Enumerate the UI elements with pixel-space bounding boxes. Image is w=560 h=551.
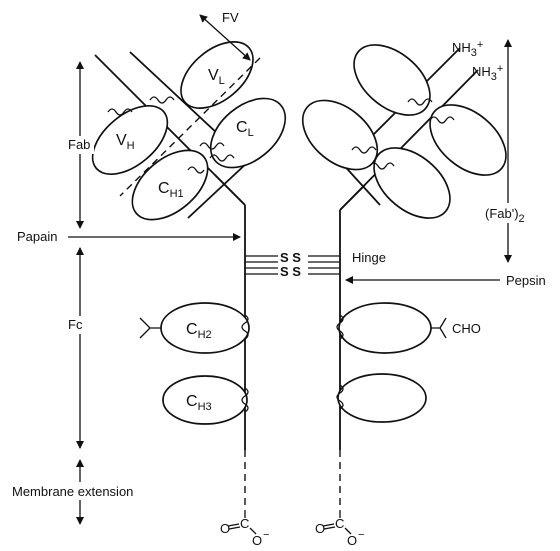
left-c: C <box>240 516 249 531</box>
ch3-domain-right <box>337 373 427 423</box>
left-ch2-squiggle <box>241 314 249 340</box>
left-ss-squiggle-2 <box>107 108 133 116</box>
right-ss-squiggle-4 <box>369 162 395 170</box>
ch2-domain-left <box>160 302 250 354</box>
right-carbohydrate <box>431 317 447 339</box>
fv-arrow <box>199 14 251 61</box>
left-ss-squiggle-3 <box>199 142 225 150</box>
fv-cut-line <box>119 57 261 197</box>
left-o-bottom: O <box>252 533 262 546</box>
cl-domain <box>209 97 287 169</box>
hinge-ss-top: S S <box>280 250 301 265</box>
right-ch3-squiggle <box>336 384 344 410</box>
right-charge: − <box>358 529 364 541</box>
cho-label: CHO <box>452 321 481 336</box>
ch1-label: CH1 <box>158 180 184 200</box>
right-ss-squiggle-2 <box>429 116 455 124</box>
ch2-label: CH2 <box>186 321 212 341</box>
papain-label: Papain <box>17 229 57 244</box>
ch3-label: CH3 <box>186 393 212 413</box>
right-c: C <box>335 516 344 531</box>
right-ss-squiggle-3 <box>351 146 377 154</box>
hinge-ss-bottom: S S <box>280 264 301 279</box>
right-carboxyl-terminal: C O O − <box>315 510 364 548</box>
left-o-top: O <box>220 521 230 536</box>
left-ss-squiggle-5 <box>187 166 205 174</box>
left-light-chain-lower <box>187 161 249 219</box>
left-fab-arm: VL VH CL CH1 <box>91 41 287 221</box>
hinge-ss-bg <box>278 250 308 278</box>
right-ch2-squiggle <box>336 314 344 340</box>
fab-label: Fab <box>68 137 90 152</box>
hinge-label: Hinge <box>352 250 386 265</box>
nh3-bottom-label: NH3+ <box>472 63 503 83</box>
cl-label: CL <box>236 119 254 139</box>
fc-label: Fc <box>68 317 83 332</box>
right-vl-domain <box>353 44 431 116</box>
left-carbohydrate <box>139 317 161 339</box>
ch1-domain <box>131 149 209 221</box>
ch2-domain-right <box>338 302 432 354</box>
vh-domain <box>91 104 169 176</box>
right-o-top: O <box>315 521 325 536</box>
ch3-domain-left <box>162 375 248 425</box>
left-hinge-chain-link <box>214 174 246 206</box>
pepsin-label: Pepsin <box>506 273 546 288</box>
left-charge: − <box>263 529 269 541</box>
left-ch3-squiggle <box>241 387 249 413</box>
left-carboxyl-terminal: C O O − <box>220 510 269 548</box>
right-vh-domain <box>429 104 507 176</box>
fv-label: FV <box>222 10 239 25</box>
vl-label: VL <box>208 67 225 87</box>
vh-label: VH <box>116 132 135 152</box>
right-fab-arm <box>301 44 507 219</box>
right-ss-squiggle-1 <box>407 98 433 106</box>
left-ss-squiggle-1 <box>149 96 175 104</box>
left-ss-squiggle-4 <box>209 154 235 162</box>
membrane-extension-label: Membrane extension <box>12 484 133 499</box>
right-hinge-chain-link <box>339 184 366 211</box>
fc-stem: S S S S CH2 CH3 <box>139 205 447 510</box>
nh3-top-label: NH3+ <box>452 39 483 59</box>
right-o-bottom: O <box>347 533 357 546</box>
fab2-label: (Fab')2 <box>485 206 525 225</box>
